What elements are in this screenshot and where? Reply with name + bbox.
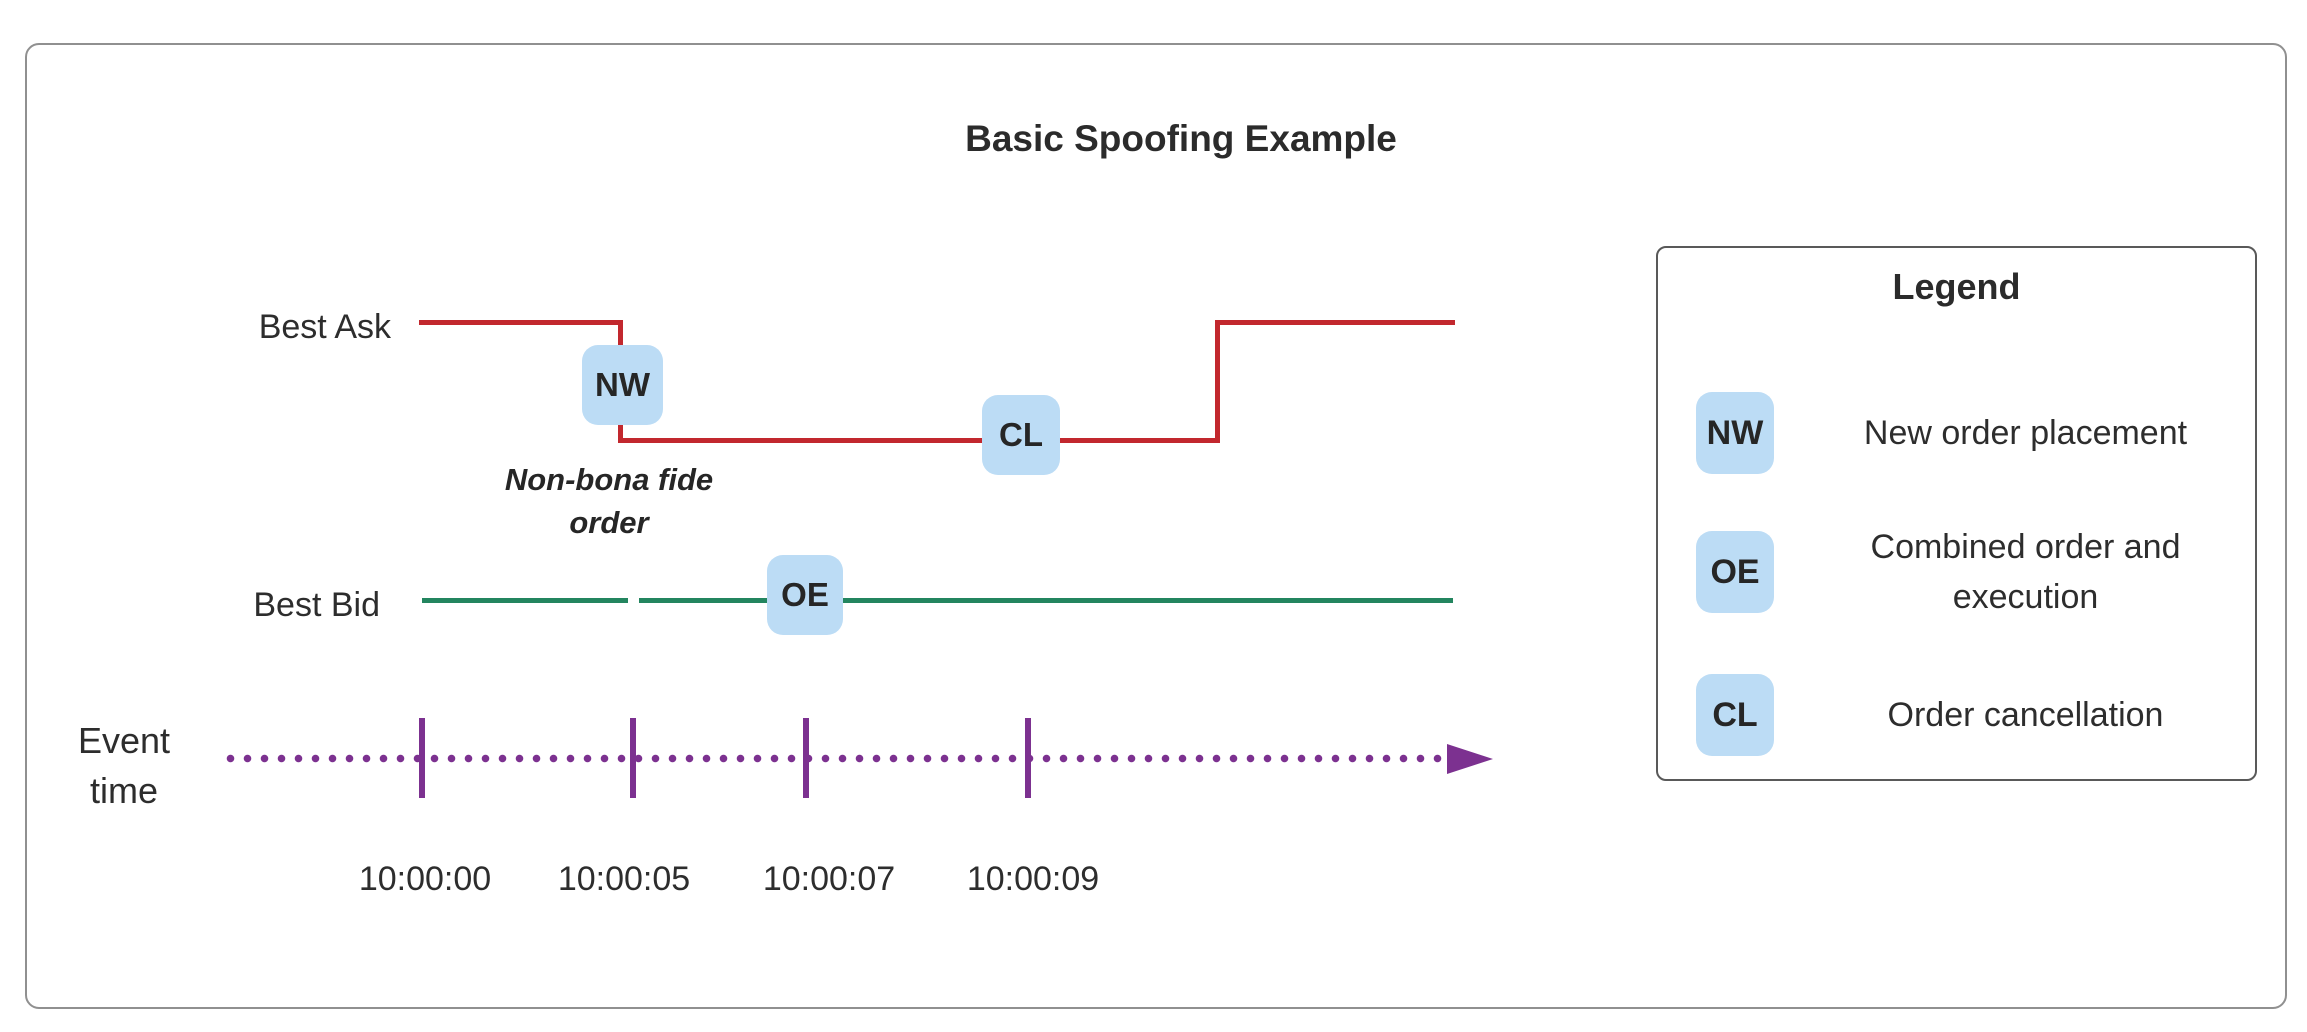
legend-title: Legend <box>1892 266 2021 307</box>
timeline-dotted-line <box>222 752 1447 765</box>
bid-line-segment-right <box>639 598 1453 603</box>
event-badge-nw: NW <box>582 345 663 425</box>
ask-line-segment-high-right <box>1217 320 1455 325</box>
best-bid-label: Best Bid <box>253 586 380 624</box>
timestamp-1: 10:00:00 <box>358 860 492 898</box>
diagram-title: Basic Spoofing Example <box>965 118 1397 159</box>
timestamp-2: 10:00:05 <box>557 860 691 898</box>
timeline-tick-1 <box>419 718 425 798</box>
timeline-tick-4 <box>1025 718 1031 798</box>
legend-label-nw: New order placement <box>1863 414 2188 452</box>
legend-badge-cl: CL <box>1696 674 1774 756</box>
bid-line-segment-left <box>422 598 628 603</box>
timestamp-3: 10:00:07 <box>762 860 896 898</box>
timeline-arrowhead-icon <box>1447 744 1493 774</box>
annotation-line-2: order <box>569 505 649 540</box>
event-badge-cl: CL <box>982 395 1060 475</box>
legend-label-oe: Combined order and execution <box>1870 528 2181 616</box>
legend-badge-nw: NW <box>1696 392 1774 474</box>
event-time-label-line-2: time <box>89 770 158 811</box>
annotation-line-1: Non-bona fide <box>504 462 714 497</box>
ask-line-step-up <box>1215 320 1220 443</box>
timestamp-4: 10:00:09 <box>966 860 1100 898</box>
legend-badge-oe: OE <box>1696 531 1774 613</box>
non-bona-fide-annotation: Non-bona fide order <box>409 458 809 544</box>
legend-box: Legend NW New order placement OE Combine… <box>1656 246 2257 781</box>
timeline-tick-3 <box>803 718 809 798</box>
best-ask-label: Best Ask <box>258 308 391 346</box>
timeline-tick-2 <box>630 718 636 798</box>
legend-label-cl: Order cancellation <box>1887 696 2164 734</box>
event-time-label: Event time <box>24 716 224 816</box>
event-badge-oe: OE <box>767 555 843 635</box>
event-time-label-line-1: Event <box>77 720 171 761</box>
ask-line-segment-low <box>620 438 1219 443</box>
ask-line-segment-high-left <box>419 320 622 325</box>
